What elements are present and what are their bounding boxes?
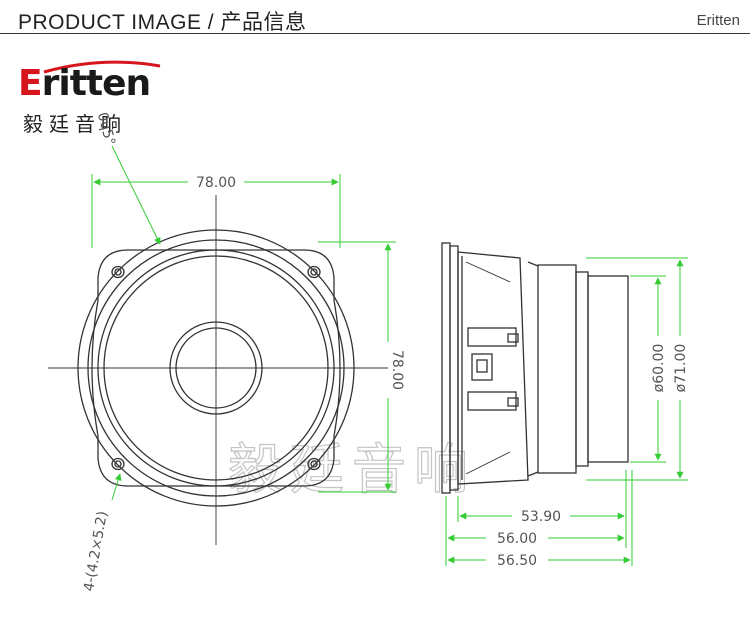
front-dimensions — [91, 145, 396, 501]
logo-chinese-name: 毅廷音响 — [23, 112, 127, 136]
watermark-text: 毅廷音响 — [228, 438, 476, 501]
header-divider — [0, 33, 750, 34]
side-terminal-bottom — [467, 391, 517, 411]
side-neck-top — [527, 261, 539, 267]
page-header: PRODUCT IMAGE / 产品信息 Eritten — [0, 0, 750, 40]
side-basket-strut-2 — [465, 451, 511, 475]
header-brand: Eritten — [696, 12, 740, 29]
height-dim-label: 78.00 — [389, 350, 405, 390]
side-view — [441, 242, 629, 494]
front-outer-rim — [77, 229, 355, 507]
logo-word-rest: ritten — [41, 63, 152, 104]
side-terminal-top — [467, 327, 517, 347]
side-terminal-tab-bottom — [507, 397, 519, 407]
side-magnet-ring — [575, 271, 589, 467]
side-terminal-block — [471, 353, 493, 381]
front-surround-outer — [87, 239, 345, 497]
depth-dim-3-label: 56.50 — [497, 553, 537, 569]
front-cone-edge — [103, 255, 329, 481]
side-basket — [457, 251, 529, 485]
side-basket-strut-1 — [465, 261, 511, 283]
mounting-holes — [111, 265, 321, 471]
front-view — [48, 195, 388, 545]
depth-dim-2-label: 56.00 — [497, 531, 537, 547]
logo-wordmark: Eritten — [18, 62, 152, 106]
dia-outer-label: ø71.00 — [673, 344, 689, 393]
front-surround-inner — [97, 249, 335, 487]
depth-dim-1-label: 53.90 — [521, 509, 561, 525]
hole-dim-label: 4-(4.2×5.2) — [81, 510, 111, 593]
side-terminal-tab-top — [507, 333, 519, 343]
side-dimensions — [445, 257, 688, 566]
brand-logo: Eritten 毅廷音响 — [18, 60, 168, 142]
page-title: PRODUCT IMAGE / 产品信息 — [18, 11, 307, 34]
width-dim-label: 78.00 — [196, 175, 236, 191]
logo-swoosh-icon — [43, 60, 161, 74]
dia-inner-label: ø60.00 — [651, 344, 667, 393]
front-dust-cap-inner — [175, 327, 257, 409]
angle-leader — [111, 145, 161, 245]
angle-dim-label: 0ɥ5° — [94, 111, 118, 148]
side-terminal-square — [476, 359, 488, 373]
front-dust-cap — [169, 321, 263, 415]
logo-letter-e: E — [18, 63, 43, 104]
front-frame-outline — [91, 249, 341, 487]
side-magnet-back — [587, 275, 629, 463]
side-neck-bottom — [527, 471, 539, 477]
hole-leader — [111, 473, 122, 501]
side-magnet-plate — [537, 264, 577, 474]
